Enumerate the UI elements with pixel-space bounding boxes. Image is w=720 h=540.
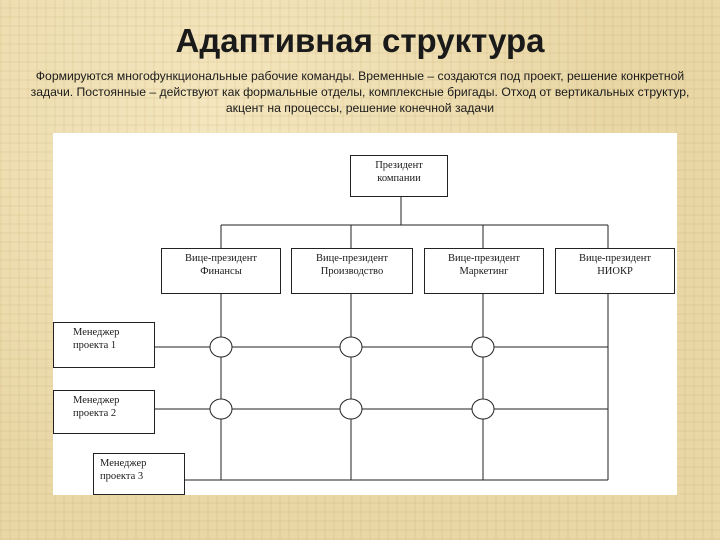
- vp-title: Вице-президент: [315, 253, 389, 264]
- president-org: компании: [377, 173, 421, 184]
- project-manager-1-box: Менеджер проекта 1: [53, 322, 155, 368]
- president-box: Президент компании: [350, 155, 448, 197]
- connector-lines: [155, 196, 609, 481]
- vp-title: Вице-президент: [184, 253, 258, 264]
- org-chart-panel: Президент компании Вице-президент Финанс…: [53, 133, 677, 495]
- vp-department: Финансы: [200, 266, 242, 277]
- manager-project: проекта 2: [73, 408, 117, 419]
- slide-title: Адаптивная структура: [175, 22, 545, 59]
- manager-project: проекта 1: [73, 340, 117, 351]
- vp-department: НИОКР: [597, 266, 633, 277]
- manager-title: Менеджер: [73, 395, 120, 406]
- slide-subtitle: Формируются многофункциональные рабочие …: [30, 69, 690, 115]
- vp-box-production: Вице-президент Производство: [291, 248, 413, 294]
- project-manager-3-box: Менеджер проекта 3: [93, 453, 185, 495]
- vp-box-finance: Вице-президент Финансы: [161, 248, 281, 294]
- junction-node: [209, 398, 233, 420]
- junction-node: [339, 398, 363, 420]
- vp-department: Маркетинг: [459, 266, 509, 277]
- project-manager-2-box: Менеджер проекта 2: [53, 390, 155, 434]
- manager-project: проекта 3: [100, 471, 144, 482]
- vp-title: Вице-президент: [447, 253, 521, 264]
- junction-node: [471, 336, 495, 358]
- junction-node: [339, 336, 363, 358]
- vp-title: Вице-президент: [578, 253, 652, 264]
- vp-box-marketing: Вице-президент Маркетинг: [424, 248, 544, 294]
- junction-node: [471, 398, 495, 420]
- vp-department: Производство: [320, 266, 384, 277]
- president-title: Президент: [375, 160, 423, 171]
- vp-box-rnd: Вице-президент НИОКР: [555, 248, 675, 294]
- junction-node: [209, 336, 233, 358]
- manager-title: Менеджер: [100, 458, 147, 469]
- manager-title: Менеджер: [73, 327, 120, 338]
